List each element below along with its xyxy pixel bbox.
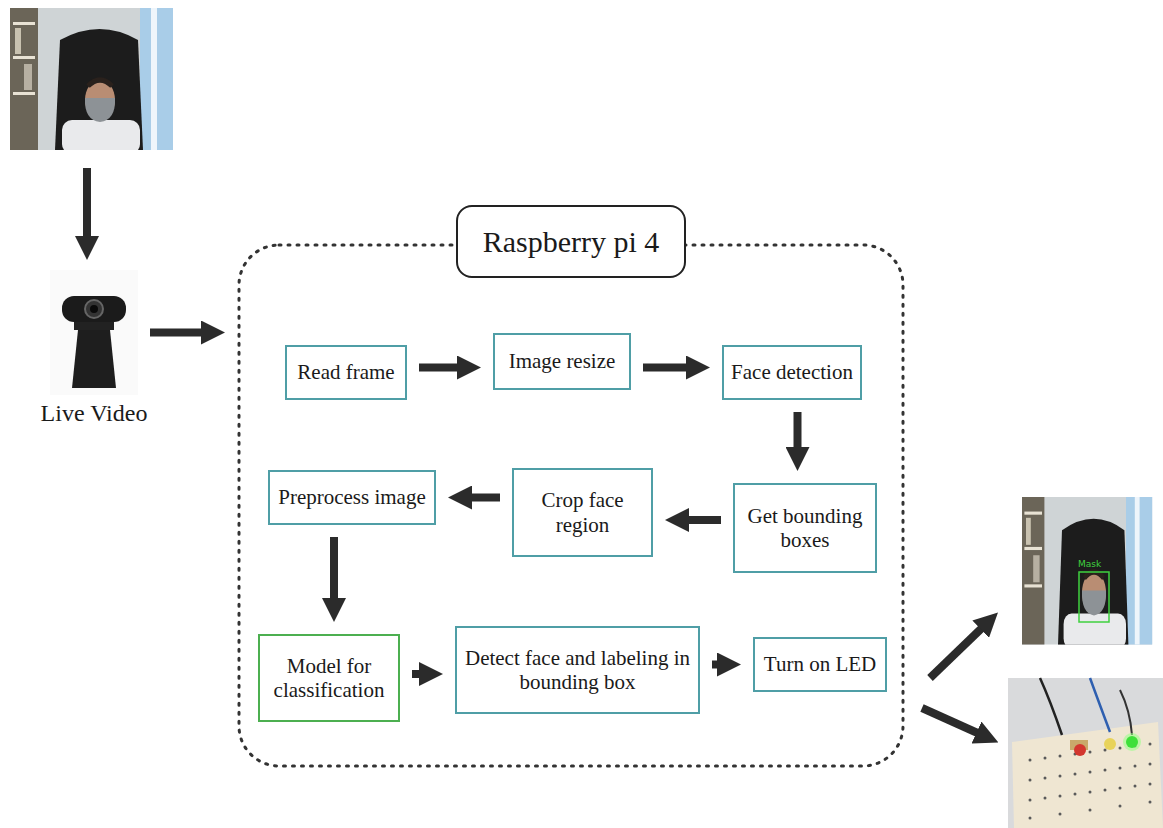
illustration-part — [1059, 795, 1062, 798]
illustration-part — [1149, 783, 1152, 786]
dashed-border — [239, 245, 903, 766]
box-label: Read frame — [297, 360, 394, 384]
illustration-part — [1029, 759, 1032, 762]
illustration-part — [1119, 805, 1122, 808]
illustration-part — [1029, 743, 1152, 820]
flow-arrow — [930, 625, 985, 678]
box-label: Face detection — [731, 360, 853, 384]
process-box: Face detection — [722, 345, 862, 400]
process-box: Image resize — [493, 333, 631, 390]
illustration-part — [1119, 747, 1122, 750]
illustration-part — [1022, 497, 1152, 649]
illustration-part — [1089, 771, 1092, 774]
illustration-part — [50, 270, 138, 395]
illustration-part — [1104, 769, 1107, 772]
illustration-part — [1119, 787, 1122, 790]
flow-arrow — [794, 412, 802, 453]
illustration-part — [1104, 789, 1107, 792]
illustration-part — [1029, 817, 1032, 820]
illustration-part — [1126, 736, 1138, 748]
output-box: Turn on LED — [753, 637, 887, 692]
illustration-part — [1149, 763, 1152, 766]
flow-arrow — [683, 516, 721, 524]
illustration-part — [1134, 785, 1137, 788]
output-photo — [1022, 497, 1152, 649]
illustration-part — [1074, 773, 1077, 776]
illustration-part — [1149, 743, 1152, 746]
box-label: Preprocess image — [278, 485, 426, 509]
box-label: Get bounding boxes — [741, 504, 869, 552]
illustration-part — [1089, 791, 1092, 794]
flow-arrow — [419, 364, 463, 372]
illustration-part — [1059, 775, 1062, 778]
container-title: Raspberry pi 4 — [456, 205, 686, 278]
source-caption: Live Video — [41, 400, 148, 427]
illustration-part — [1149, 801, 1152, 804]
illustration-part — [1044, 777, 1047, 780]
illustration-part — [1104, 749, 1107, 752]
connectors — [150, 333, 798, 675]
process-box: Crop face region — [512, 468, 653, 557]
box-label: Turn on LED — [764, 652, 876, 676]
box-label: Image resize — [509, 349, 616, 373]
illustration-part — [10, 8, 173, 154]
illustration-part — [1123, 733, 1141, 751]
illustration-part — [1089, 751, 1092, 754]
model-box: Model for classification — [258, 634, 400, 722]
process-box: Read frame — [285, 345, 407, 400]
box-label: Crop face region — [520, 488, 645, 536]
camera-source: Live Video — [50, 270, 138, 395]
input-photo — [10, 8, 173, 154]
illustration-part — [1079, 572, 1109, 622]
illustration-part — [74, 322, 114, 330]
illustration-part — [1059, 813, 1062, 816]
illustration-part — [90, 305, 98, 313]
flow-arrow — [466, 494, 500, 502]
illustration-part — [62, 296, 126, 322]
illustration-part — [72, 330, 116, 388]
illustration-part — [1044, 797, 1047, 800]
detection-label: Mask — [1078, 560, 1101, 569]
illustration-part — [1104, 738, 1116, 750]
illustration-part — [1012, 722, 1163, 828]
device-container: Raspberry pi 4Read frameImage resizeFace… — [237, 243, 905, 768]
box-label: Detect face and labeling in bounding box — [463, 646, 692, 694]
flow-arrow — [922, 708, 982, 735]
illustration-part — [1120, 690, 1132, 735]
breadboard-photo — [1008, 678, 1163, 828]
illustration-part — [1089, 809, 1092, 812]
flow-arrow — [83, 168, 91, 242]
illustration-part — [85, 300, 103, 318]
flow-arrow — [412, 670, 425, 678]
box-label: Model for classification — [266, 654, 392, 702]
illustration-part — [1134, 765, 1137, 768]
process-box: Get bounding boxes — [733, 483, 877, 573]
illustration-part — [1040, 678, 1062, 735]
illustration-part — [1044, 757, 1047, 760]
illustration-part — [1074, 793, 1077, 796]
webcam-icon — [50, 270, 138, 395]
illustration-part — [1029, 779, 1032, 782]
illustration-part — [1090, 678, 1110, 732]
illustration-part — [1059, 755, 1062, 758]
process-box: Preprocess image — [268, 470, 436, 525]
flow-arrow — [712, 661, 723, 669]
illustration-part — [1008, 678, 1163, 828]
flow-arrow — [643, 364, 692, 372]
illustration-part — [1119, 767, 1122, 770]
flow-arrow — [150, 329, 207, 337]
illustration-part — [1029, 799, 1032, 802]
process-box: Detect face and labeling in bounding box — [455, 626, 700, 714]
illustration-part — [1074, 744, 1086, 756]
flow-arrow — [330, 537, 338, 604]
